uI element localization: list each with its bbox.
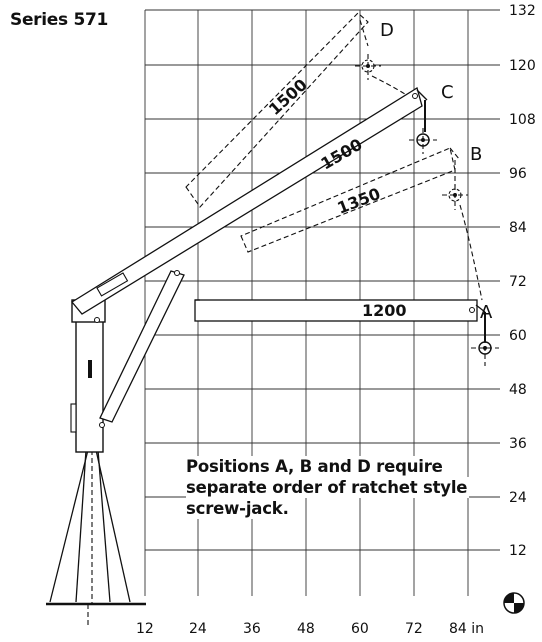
y-tick-label: 96: [509, 166, 527, 182]
x-tick-label: 12: [136, 621, 154, 637]
capacity-label-a: 1200: [362, 301, 407, 320]
note-line: separate order of ratchet style: [186, 477, 470, 498]
quartered-circle-icon: [503, 592, 525, 614]
y-tick-label: 72: [509, 274, 527, 290]
x-tick-label: 84 in: [449, 621, 484, 637]
capacity-label-b: 1350: [335, 184, 383, 218]
y-tick-label: 108: [509, 112, 536, 128]
position-label-a: A: [480, 302, 493, 323]
position-label-d: D: [380, 20, 394, 41]
y-tick-label: 24: [509, 490, 527, 506]
boom-position-a: 1200 A: [194, 299, 499, 366]
boom-position-b: 1350 B: [240, 144, 483, 301]
x-axis-labels: 12 24 36 48 60 72 84 in: [136, 621, 484, 637]
position-label-b: B: [470, 144, 482, 165]
note-line: Positions A, B and D require: [186, 456, 445, 477]
y-tick-label: 48: [509, 382, 527, 398]
boom-position-c: 1500 C: [71, 82, 454, 315]
y-tick-label: 84: [509, 220, 527, 236]
y-tick-label: 36: [509, 436, 527, 452]
position-label-c: C: [441, 82, 454, 103]
x-tick-label: 24: [189, 621, 207, 637]
x-tick-label: 48: [297, 621, 315, 637]
capacity-label-d: 1500: [265, 75, 311, 119]
crane-base: [46, 449, 146, 628]
y-axis-labels: 132 120 108 96 84 72 60 48 36 24 12: [509, 3, 536, 559]
crane-brace: [99, 270, 185, 423]
x-tick-label: 36: [243, 621, 261, 637]
crane-mast: [70, 299, 106, 453]
y-tick-label: 60: [509, 328, 527, 344]
y-tick-label: 12: [509, 543, 527, 559]
x-tick-label: 72: [405, 621, 423, 637]
x-tick-label: 60: [351, 621, 369, 637]
y-tick-label: 120: [509, 58, 536, 74]
note-line: screw-jack.: [186, 498, 291, 519]
page-title: Series 571: [10, 10, 109, 30]
y-tick-label: 132: [509, 3, 536, 19]
jack-note: Positions A, B and D require separate or…: [186, 456, 470, 519]
